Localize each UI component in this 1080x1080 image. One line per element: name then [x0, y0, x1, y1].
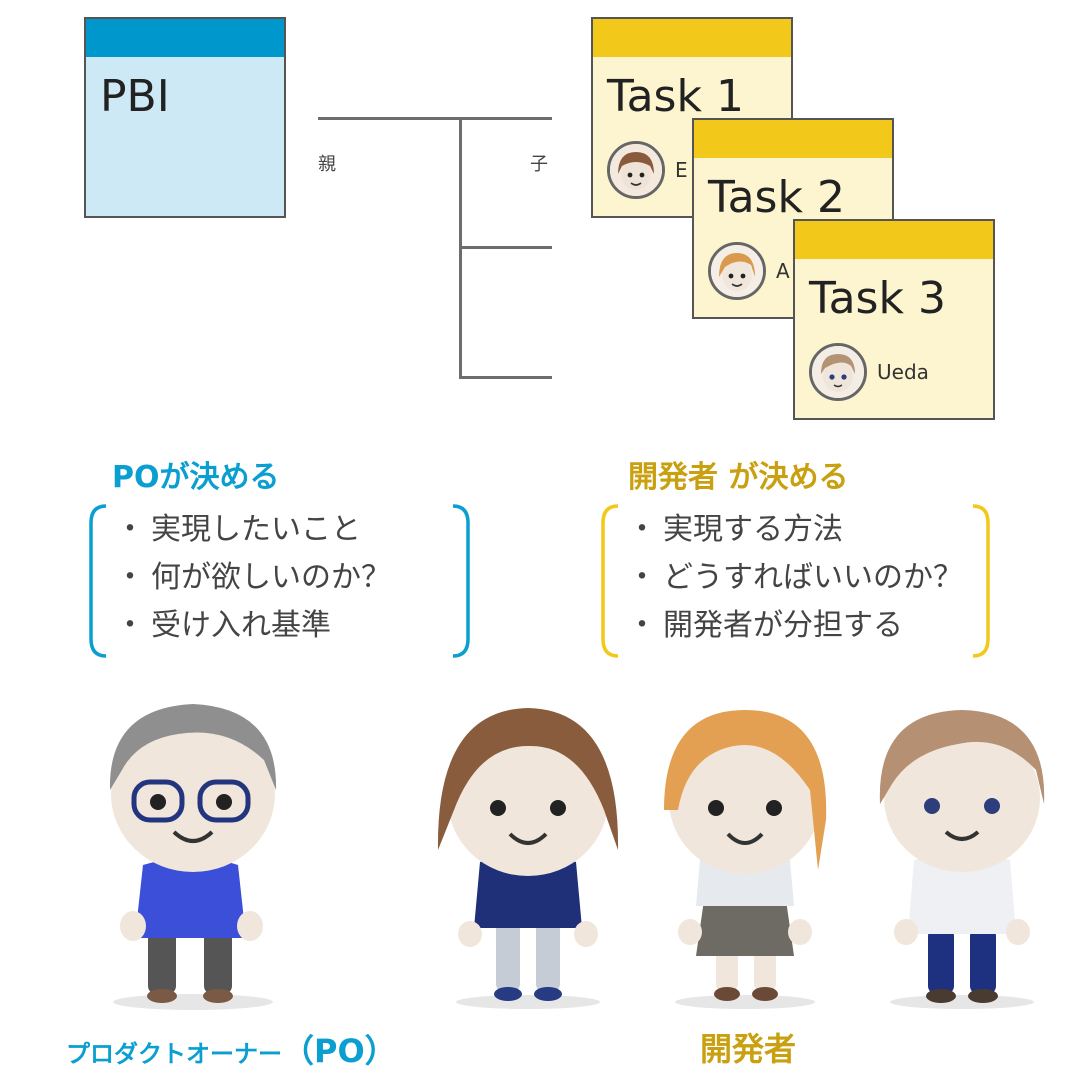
- developer-figure-3: [879, 710, 1045, 1009]
- task-title: Task 1: [607, 71, 744, 122]
- avatar: [607, 141, 665, 199]
- bullet: ・: [627, 512, 657, 547]
- list-item: ・どうすればいいのか？: [627, 554, 963, 602]
- po-section-heading: POが決める: [112, 460, 280, 495]
- list-item: ・開発者が分担する: [627, 602, 963, 650]
- dev-bracket-right: [972, 504, 990, 658]
- connector-branch-2: [459, 246, 552, 249]
- assignee-name: Ueda: [877, 360, 929, 384]
- list-item-text: 実現する方法: [663, 512, 843, 547]
- avatar: [708, 242, 766, 300]
- po-bracket-right: [452, 504, 470, 658]
- list-item: ・受け入れ基準: [115, 602, 391, 650]
- task-assignee: Ueda: [809, 343, 929, 401]
- dev-bracket-left: [601, 504, 619, 658]
- bullet: ・: [115, 608, 145, 643]
- list-item-text: 開発者が分担する: [663, 608, 903, 643]
- developer-caption: 開発者: [700, 1030, 797, 1068]
- assignee-name: E: [675, 158, 688, 182]
- list-item: ・実現したいこと: [115, 506, 391, 554]
- product-owner-figure: [109, 704, 277, 1010]
- pbi-card-header: [86, 19, 284, 57]
- task-title: Task 2: [708, 172, 845, 223]
- dev-section-heading: 開発者 が決める: [628, 460, 849, 495]
- bullet: ・: [627, 560, 657, 595]
- task-assignee: E: [607, 141, 688, 199]
- connector-main: [318, 117, 552, 120]
- developer-figure-2: [664, 710, 827, 1009]
- task-assignee: A: [708, 242, 790, 300]
- list-item-text: どうすればいいのか？: [663, 560, 963, 595]
- list-item: ・実現する方法: [627, 506, 963, 554]
- list-item-text: 実現したいこと: [151, 512, 361, 547]
- pbi-card-title: PBI: [100, 71, 170, 122]
- parent-label: 親: [318, 154, 336, 175]
- connector-branch-3: [459, 376, 552, 379]
- po-bracket-left: [89, 504, 107, 658]
- list-item: ・何が欲しいのか？: [115, 554, 391, 602]
- assignee-name: A: [776, 259, 790, 283]
- list-item-text: 受け入れ基準: [151, 608, 331, 643]
- bullet: ・: [115, 512, 145, 547]
- avatar: [809, 343, 867, 401]
- developer-figure-1: [437, 708, 619, 1009]
- pbi-card[interactable]: PBI: [84, 17, 286, 218]
- product-owner-caption: プロダクトオーナー（PO）: [66, 1026, 397, 1072]
- bullet: ・: [627, 608, 657, 643]
- child-label: 子: [530, 154, 548, 175]
- product-owner-caption-abbr: （PO）: [282, 1032, 397, 1070]
- product-owner-caption-text: プロダクトオーナー: [66, 1040, 282, 1068]
- list-item-text: 何が欲しいのか？: [151, 560, 391, 595]
- po-responsibility-list: ・実現したいこと ・何が欲しいのか？ ・受け入れ基準: [115, 506, 391, 650]
- task-card-header: [795, 221, 993, 259]
- task-title: Task 3: [809, 273, 946, 324]
- task-card-header: [593, 19, 791, 57]
- task-card-3[interactable]: Task 3 Ueda: [793, 219, 995, 420]
- dev-responsibility-list: ・実現する方法 ・どうすればいいのか？ ・開発者が分担する: [627, 506, 963, 650]
- bullet: ・: [115, 560, 145, 595]
- task-card-header: [694, 120, 892, 158]
